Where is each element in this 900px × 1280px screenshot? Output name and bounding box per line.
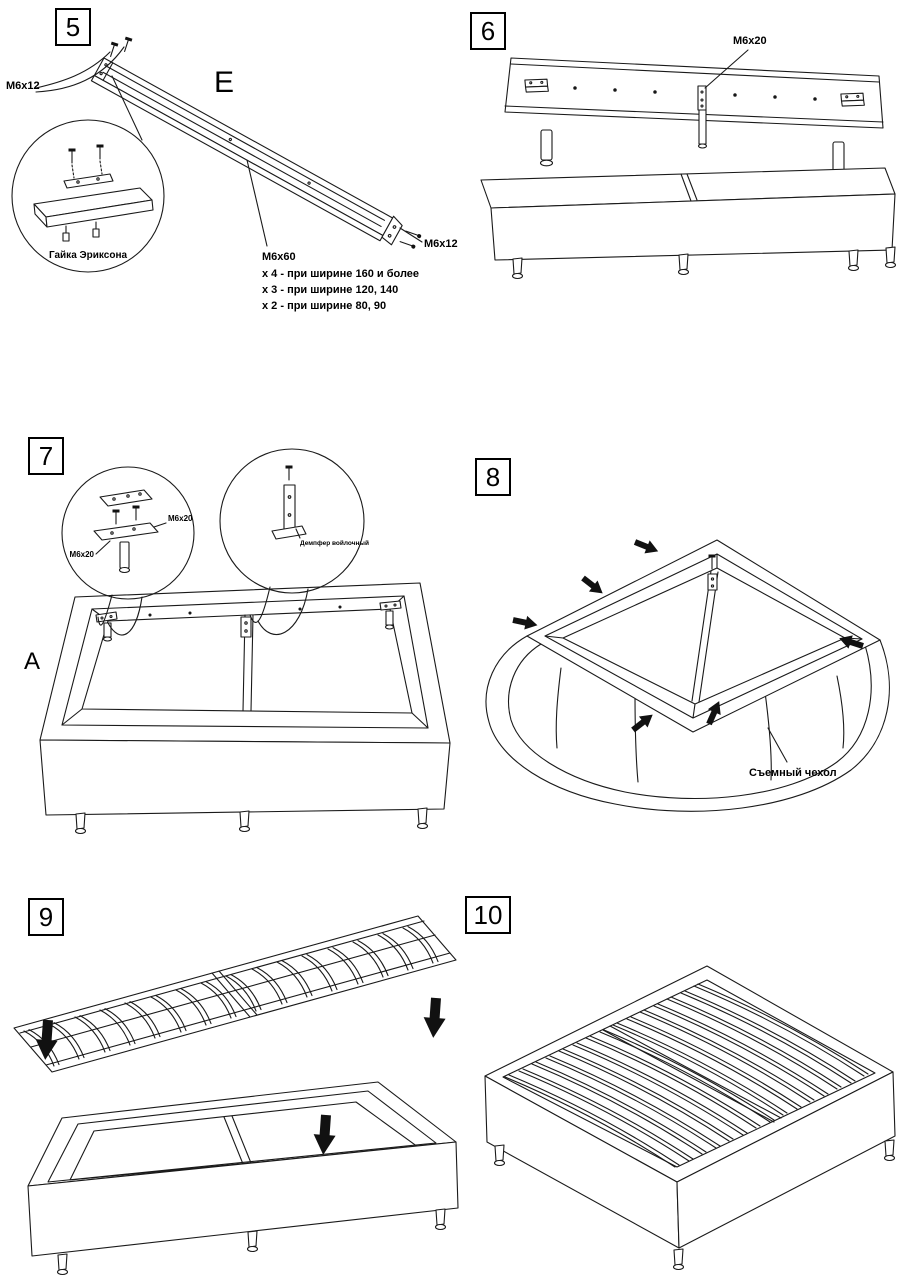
- step-number: 6: [480, 15, 496, 46]
- qty-line: x 4 - при ширине 160 и более: [262, 268, 419, 280]
- leader-line: [257, 588, 309, 636]
- step-number: 10: [473, 899, 503, 930]
- step-number-box: 8: [475, 458, 511, 496]
- step-number-box: 7: [28, 437, 64, 475]
- assembled-bed: [484, 965, 896, 1271]
- bolt-label-m6x20-right: M6x20: [168, 514, 193, 523]
- step-9-panel: 9: [0, 880, 470, 1280]
- step-5-drawing: M6x12 E Гайка Эриксона M6x12 M6x60 x 4 -…: [6, 36, 458, 312]
- step-10-drawing: [484, 965, 896, 1271]
- erikson-nut-icon: [92, 221, 100, 238]
- open-box: [27, 1081, 459, 1276]
- leader-line: [95, 540, 111, 555]
- damper-label: Демпфер войлочный: [300, 539, 369, 547]
- step-6-panel: 6: [455, 0, 900, 310]
- center-bracket: [697, 85, 707, 111]
- leg-icon: [672, 1248, 685, 1271]
- qty-line: x 3 - при ширине 120, 140: [262, 284, 398, 296]
- open-box: [39, 582, 451, 835]
- divider-bracket: [240, 616, 252, 638]
- detail-circle-nut: [11, 75, 165, 273]
- screw-icon: [111, 508, 121, 525]
- step-number: 7: [38, 440, 54, 471]
- leg-icon: [539, 129, 554, 167]
- screw-icon: [95, 143, 105, 160]
- leg-icon: [246, 1230, 259, 1253]
- leader-line: [107, 596, 143, 636]
- step-7-panel: 7: [0, 425, 470, 845]
- erikson-nut-icon: [62, 225, 70, 242]
- step-number-box: 10: [465, 896, 511, 934]
- corner-bracket: [379, 600, 402, 630]
- leg-icon: [434, 1208, 447, 1231]
- bolt-label-m6x60: M6x60: [262, 251, 296, 263]
- detail-circle-bracket: [61, 466, 195, 600]
- leader-line: [35, 46, 125, 93]
- leg-icon: [511, 257, 524, 280]
- nut-label: Гайка Эриксона: [49, 250, 128, 261]
- cover-label: Съемный чехол: [749, 767, 837, 779]
- screw-icon: [67, 147, 77, 164]
- rail-part: [90, 57, 422, 249]
- screw-icon: [106, 41, 119, 59]
- arrow-icon: [631, 534, 662, 559]
- leader-line: [399, 227, 423, 243]
- step-9-drawing: [13, 915, 459, 1276]
- screw-icon: [284, 464, 294, 481]
- divider-bracket: [707, 573, 718, 591]
- step-number-box: 5: [55, 8, 91, 46]
- bolt-label-m6x12-top: M6x12: [6, 80, 40, 92]
- step-5-panel: 5: [0, 0, 480, 350]
- bolt-label-m6x20: M6x20: [733, 35, 767, 47]
- center-leg: [697, 109, 708, 149]
- step-6-drawing: M6x20: [480, 35, 897, 280]
- step-number: 9: [38, 901, 54, 932]
- headboard: [504, 57, 884, 179]
- screw-icon: [120, 36, 133, 54]
- step-8-panel: 8: [465, 430, 900, 830]
- leader-line: [767, 727, 788, 763]
- leader-line: [704, 49, 749, 89]
- leader-line: [295, 528, 301, 539]
- leg-icon: [238, 810, 251, 833]
- screw-icon: [131, 504, 141, 521]
- bolt-icon: [399, 241, 416, 249]
- leg-icon: [56, 1253, 69, 1276]
- leader-line: [249, 586, 271, 623]
- corner-bracket: [95, 611, 118, 642]
- slat-base: [13, 915, 457, 1073]
- arrow-down-icon: [421, 996, 448, 1040]
- bracket-plate: [63, 173, 114, 189]
- leg-icon: [493, 1144, 506, 1167]
- step-8-drawing: Съемный чехол: [485, 534, 890, 812]
- step-number-box: 6: [470, 12, 506, 50]
- step-10-panel: 10: [455, 880, 900, 1280]
- part-letter-e: E: [214, 66, 234, 99]
- leg-icon: [847, 249, 860, 272]
- qty-line: x 2 - при ширине 80, 90: [262, 300, 386, 312]
- leader-line: [97, 594, 113, 626]
- step-number: 5: [65, 11, 81, 42]
- bracket-icon: [524, 78, 549, 93]
- bed-base: [480, 167, 897, 280]
- bracket-icon: [840, 92, 865, 107]
- leg-icon: [883, 1139, 896, 1162]
- arrow-icon: [578, 571, 608, 600]
- leg-icon: [74, 812, 87, 835]
- step-number: 8: [485, 461, 501, 492]
- leg-icon: [416, 807, 429, 830]
- bolt-label-m6x12-right: M6x12: [424, 238, 458, 250]
- leg-icon: [884, 246, 897, 269]
- arrow-icon: [510, 612, 540, 633]
- step-number-box: 9: [28, 898, 64, 936]
- bolt-icon: [405, 230, 422, 239]
- leg-icon: [677, 253, 690, 276]
- detail-circle-damper: [219, 448, 365, 594]
- bolt-label-m6x20-left: M6x20: [70, 550, 95, 559]
- leader-line: [246, 159, 268, 247]
- leader-line: [153, 522, 167, 528]
- leader-line: [35, 51, 111, 89]
- part-letter-a: A: [24, 648, 40, 675]
- step-7-drawing: A M6x20 M6x20 Демпфер войлочный: [24, 448, 451, 835]
